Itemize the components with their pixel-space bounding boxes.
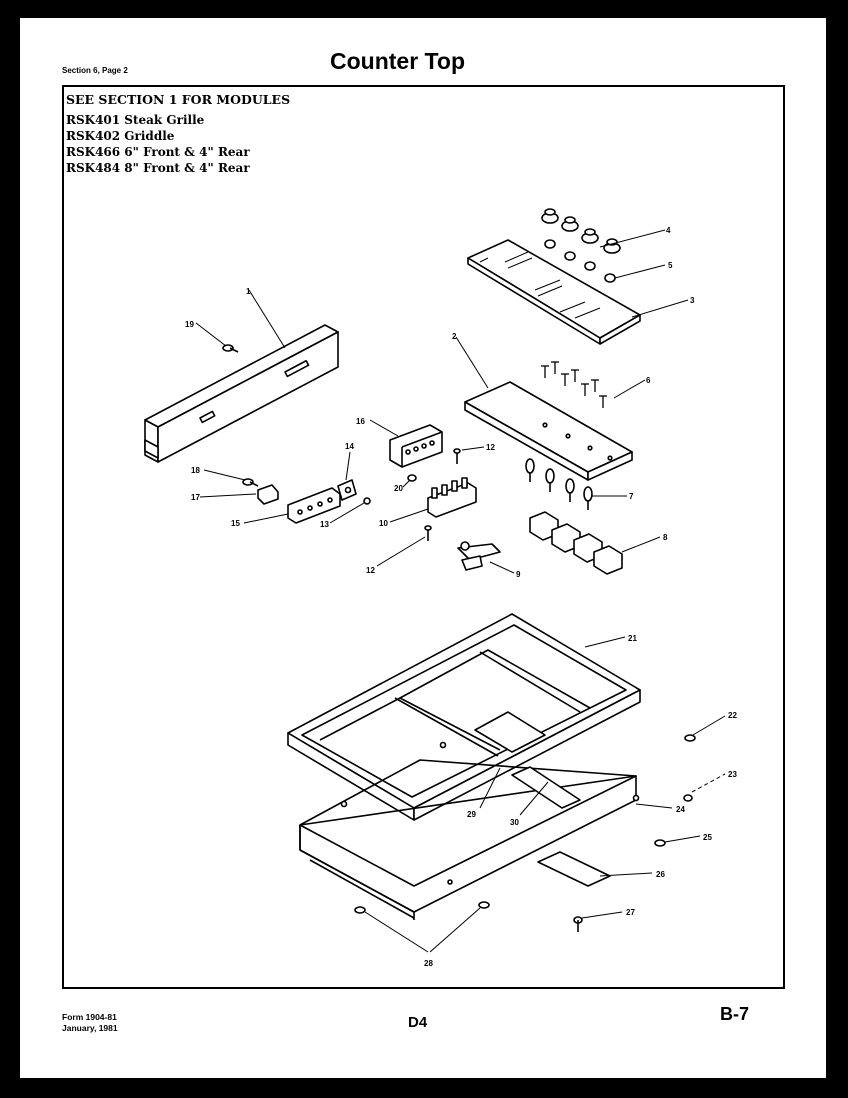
- callout-1: 1: [246, 287, 251, 296]
- callout-23: 23: [728, 770, 737, 779]
- hardware-part: [222, 344, 461, 541]
- fastener-part: [354, 734, 696, 932]
- callout-12: 12: [486, 443, 495, 452]
- module-line: RSK466 6" Front & 4" Rear: [66, 145, 250, 159]
- callout-labels: 1 2 3 4 5 6 7 8 9 10 12 12 13 14 15 16 1…: [185, 226, 737, 968]
- callout-12: 12: [366, 566, 375, 575]
- terminal-block-part: [389, 424, 443, 468]
- callout-13: 13: [320, 520, 329, 529]
- callout-19: 19: [185, 320, 194, 329]
- page-number: B-7: [720, 1004, 750, 1024]
- form-number: Form 1904-81: [62, 1012, 117, 1022]
- ignitor-part: [457, 541, 501, 571]
- page-code: D4: [408, 1014, 428, 1031]
- callout-5: 5: [668, 261, 673, 270]
- form-date: January, 1981: [62, 1023, 118, 1033]
- callout-8: 8: [663, 533, 668, 542]
- rail-part: [511, 766, 581, 809]
- terminal-strip-part: [427, 477, 477, 518]
- callout-27: 27: [626, 908, 635, 917]
- callout-6: 6: [646, 376, 651, 385]
- switch-bracket-part: [287, 479, 357, 524]
- callout-2: 2: [452, 332, 457, 341]
- screw-part: [541, 361, 607, 408]
- callout-24: 24: [676, 805, 685, 814]
- callout-7: 7: [629, 492, 634, 501]
- callout-29: 29: [467, 810, 476, 819]
- callout-17: 17: [191, 493, 200, 502]
- callout-14: 14: [345, 442, 354, 451]
- burner-plate-part: [464, 381, 633, 481]
- section-label: Section 6, Page 2: [62, 66, 128, 75]
- page-title: Counter Top: [330, 48, 465, 74]
- callout-4: 4: [666, 226, 671, 235]
- callout-22: 22: [728, 711, 737, 720]
- callout-9: 9: [516, 570, 521, 579]
- callout-21: 21: [628, 634, 637, 643]
- diagram-frame: [62, 85, 785, 989]
- callout-16: 16: [356, 417, 365, 426]
- knob-part: [541, 208, 621, 254]
- callout-30: 30: [510, 818, 519, 827]
- top-frame-part: [287, 613, 641, 821]
- plug-part: [257, 484, 279, 505]
- module-line: RSK402 Griddle: [66, 129, 175, 143]
- callout-25: 25: [703, 833, 712, 842]
- callout-20: 20: [394, 484, 403, 493]
- front-channel-part: [144, 324, 339, 463]
- callout-28: 28: [424, 959, 433, 968]
- bottom-plate-part: [537, 851, 611, 887]
- leader-lines: [195, 229, 726, 953]
- valve-part: [525, 458, 593, 510]
- callout-15: 15: [231, 519, 240, 528]
- callout-18: 18: [191, 466, 200, 475]
- module-line: RSK484 8" Front & 4" Rear: [66, 161, 250, 175]
- control-panel-part: [467, 239, 641, 345]
- callout-3: 3: [690, 296, 695, 305]
- modules-heading: SEE SECTION 1 FOR MODULES: [66, 92, 291, 107]
- callout-26: 26: [656, 870, 665, 879]
- switch-part: [529, 511, 623, 575]
- callout-10: 10: [379, 519, 388, 528]
- module-line: RSK401 Steak Grille: [66, 113, 205, 127]
